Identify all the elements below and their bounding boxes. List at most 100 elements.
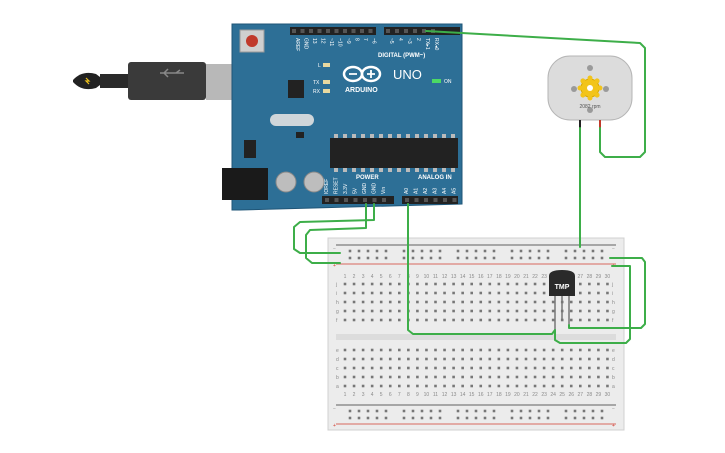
breadboard-hole[interactable] [560, 348, 564, 352]
breadboard-hole[interactable] [398, 357, 401, 361]
breadboard-hole[interactable] [407, 366, 410, 370]
breadboard-hole[interactable] [398, 291, 401, 295]
rail-hole[interactable] [429, 409, 433, 413]
rail-hole[interactable] [411, 416, 415, 420]
rail-hole[interactable] [348, 416, 352, 420]
breadboard-hole[interactable] [579, 300, 582, 304]
breadboard-hole[interactable] [434, 300, 437, 304]
breadboard-hole[interactable] [343, 300, 347, 304]
breadboard-hole[interactable] [515, 282, 519, 286]
wire-sensor-to-minus-rail[interactable] [554, 265, 631, 344]
rail-hole[interactable] [582, 256, 586, 260]
rail-hole[interactable] [384, 256, 388, 260]
rail-hole[interactable] [429, 249, 433, 253]
rail-hole[interactable] [600, 256, 604, 260]
breadboard-hole[interactable] [452, 357, 455, 361]
rail-hole[interactable] [528, 416, 532, 420]
rail-hole[interactable] [492, 416, 496, 420]
digital-pin-hole[interactable] [395, 29, 399, 33]
breadboard-hole[interactable] [388, 291, 392, 295]
breadboard-hole[interactable] [443, 291, 446, 295]
breadboard-hole[interactable] [488, 348, 492, 352]
wire-5v-to-rail[interactable] [305, 203, 367, 264]
breadboard-hole[interactable] [479, 375, 483, 379]
rail-hole[interactable] [402, 416, 406, 420]
breadboard-hole[interactable] [551, 375, 555, 379]
breadboard-hole[interactable] [515, 384, 519, 388]
rail-hole[interactable] [456, 256, 460, 260]
breadboard-hole[interactable] [515, 309, 519, 313]
breadboard-hole[interactable] [569, 309, 573, 313]
analog-pin-hole[interactable] [433, 198, 438, 202]
breadboard-hole[interactable] [588, 300, 591, 304]
breadboard-hole[interactable] [379, 348, 383, 352]
breadboard-hole[interactable] [361, 300, 365, 304]
breadboard-hole[interactable] [515, 357, 519, 361]
breadboard-hole[interactable] [407, 357, 410, 361]
rail-hole[interactable] [366, 256, 370, 260]
breadboard-hole[interactable] [398, 282, 401, 286]
rail-hole[interactable] [474, 256, 478, 260]
breadboard-hole[interactable] [461, 300, 464, 304]
rail-hole[interactable] [546, 256, 550, 260]
rail-hole[interactable] [510, 249, 514, 253]
digital-pin-hole[interactable] [317, 29, 322, 33]
breadboard-hole[interactable] [425, 300, 428, 304]
rail-hole[interactable] [384, 409, 388, 413]
rail-hole[interactable] [420, 409, 424, 413]
breadboard-hole[interactable] [488, 366, 492, 370]
digital-pin-hole[interactable] [386, 29, 390, 33]
breadboard-hole[interactable] [497, 375, 501, 379]
breadboard-hole[interactable] [452, 282, 455, 286]
rail-hole[interactable] [375, 409, 379, 413]
breadboard-hole[interactable] [398, 384, 401, 388]
rail-hole[interactable] [384, 249, 388, 253]
breadboard-hole[interactable] [479, 348, 483, 352]
rail-hole[interactable] [366, 249, 370, 253]
breadboard-hole[interactable] [606, 348, 609, 352]
breadboard-hole[interactable] [606, 291, 609, 295]
breadboard-hole[interactable] [542, 309, 546, 313]
rail-hole[interactable] [366, 416, 370, 420]
breadboard-hole[interactable] [588, 318, 591, 322]
breadboard-hole[interactable] [579, 291, 582, 295]
breadboard-hole[interactable] [352, 291, 356, 295]
breadboard-hole[interactable] [606, 318, 609, 322]
breadboard-hole[interactable] [488, 282, 492, 286]
breadboard-hole[interactable] [425, 348, 428, 352]
breadboard-hole[interactable] [597, 357, 600, 361]
breadboard-hole[interactable] [569, 375, 573, 379]
breadboard-hole[interactable] [579, 309, 582, 313]
rail-hole[interactable] [582, 409, 586, 413]
digital-pin-hole[interactable] [404, 29, 408, 33]
breadboard-hole[interactable] [551, 357, 555, 361]
breadboard-hole[interactable] [497, 282, 501, 286]
rail-hole[interactable] [564, 249, 568, 253]
breadboard-hole[interactable] [533, 375, 537, 379]
rail-hole[interactable] [438, 249, 442, 253]
breadboard-hole[interactable] [388, 348, 392, 352]
breadboard-hole[interactable] [560, 357, 564, 361]
breadboard-hole[interactable] [343, 291, 347, 295]
tmp-temperature-sensor[interactable]: TMP [549, 270, 575, 330]
power-pin-hole[interactable] [372, 198, 377, 202]
breadboard-hole[interactable] [425, 318, 428, 322]
breadboard-hole[interactable] [597, 309, 600, 313]
breadboard-hole[interactable] [343, 348, 347, 352]
breadboard-hole[interactable] [361, 384, 365, 388]
breadboard-hole[interactable] [588, 348, 591, 352]
breadboard-hole[interactable] [370, 282, 374, 286]
wire-digital-to-motor[interactable] [425, 30, 646, 158]
rail-hole[interactable] [492, 409, 496, 413]
breadboard-hole[interactable] [425, 384, 428, 388]
rail-hole[interactable] [537, 409, 541, 413]
breadboard-hole[interactable] [425, 366, 428, 370]
breadboard-hole[interactable] [370, 309, 374, 313]
breadboard-hole[interactable] [370, 348, 374, 352]
rail-hole[interactable] [600, 249, 604, 253]
rail-hole[interactable] [348, 409, 352, 413]
breadboard-hole[interactable] [370, 300, 374, 304]
rail-hole[interactable] [537, 256, 541, 260]
breadboard-hole[interactable] [542, 348, 546, 352]
breadboard-hole[interactable] [506, 318, 510, 322]
